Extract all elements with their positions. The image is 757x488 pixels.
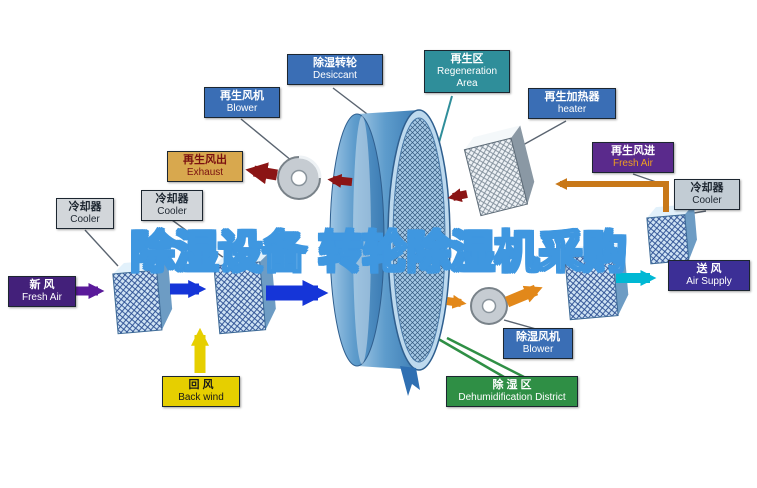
label-regen-heater-zh: 再生加热器 [544, 91, 600, 103]
airflow-arrows [74, 162, 669, 373]
label-cooler-far-left-en: Cooler [70, 213, 100, 225]
label-fresh-air-zh: 新 风 [29, 279, 55, 291]
label-cooler-left-zh: 冷却器 [155, 193, 189, 205]
label-exhaust: 再生风出 Exhaust [167, 151, 243, 182]
label-regen-heater: 再生加热器 heater [528, 88, 616, 119]
desiccant-rotor [329, 109, 451, 396]
label-exhaust-en: Exhaust [186, 166, 224, 178]
arrow-heater-to-rotor [447, 188, 468, 203]
watermark-text: 除湿设备 转轮除湿机采购 [129, 227, 627, 278]
rotor-ribbon [400, 366, 420, 396]
label-cooler-left: 冷却器 Cooler [141, 190, 203, 221]
label-regen-blower-en: Blower [226, 102, 258, 114]
cooler-coil-left-1 [112, 259, 173, 335]
arrow-dry-air-out [446, 294, 467, 309]
dehum-blower-fan-icon [470, 287, 508, 325]
label-cooler-right-en: Cooler [692, 194, 722, 206]
label-regeneration-area-zh: 再生区 [450, 53, 484, 65]
label-fresh-air: 新 风 Fresh Air [8, 276, 76, 307]
label-back-wind-en: Back wind [178, 391, 224, 403]
regen-blower-fan-icon [277, 155, 322, 200]
label-cooler-far-left: 冷却器 Cooler [56, 198, 114, 229]
arrow-regen-to-fan [327, 173, 353, 188]
label-regen-heater-en: heater [557, 103, 587, 115]
label-exhaust-zh: 再生风出 [183, 154, 227, 166]
label-regen-blower-zh: 再生风机 [220, 90, 264, 102]
label-regeneration-area: 再生区 Regeneration Area [424, 50, 510, 93]
label-air-supply-zh: 送 风 [696, 263, 722, 275]
label-cooler-far-left-zh: 冷却器 [68, 201, 102, 213]
label-dehum-district-en: Dehumidification District [458, 391, 566, 403]
label-regen-fresh-air-zh: 再生风进 [611, 145, 655, 157]
label-connector-lines [84, 87, 707, 379]
label-regen-fresh-air: 再生风进 Fresh Air [592, 142, 674, 173]
label-dehum-blower-zh: 除湿风机 [516, 331, 560, 343]
label-regen-fresh-air-en: Fresh Air [612, 157, 653, 169]
label-regen-blower: 再生风机 Blower [204, 87, 280, 118]
arrow-exhaust [245, 162, 278, 185]
label-dehum-blower: 除湿风机 Blower [503, 328, 573, 359]
label-cooler-right: 冷却器 Cooler [674, 179, 740, 210]
label-back-wind-zh: 回 风 [188, 379, 214, 391]
cooler-coil-left-2 [213, 250, 276, 335]
arrow-regen-fresh-air [555, 178, 669, 212]
label-desiccant-rotor-zh: 除湿转轮 [313, 57, 357, 69]
label-dehum-blower-en: Blower [522, 343, 554, 355]
label-fresh-air-en: Fresh Air [21, 291, 62, 303]
label-desiccant-rotor-en: Desiccant [313, 69, 357, 81]
label-dehum-district-zh: 除 湿 区 [492, 379, 532, 391]
label-cooler-left-en: Cooler [157, 205, 187, 217]
label-cooler-right-zh: 冷却器 [690, 182, 724, 194]
arrow-to-supply-coil [504, 284, 543, 308]
label-desiccant-rotor: 除湿转轮 Desiccant [287, 54, 383, 85]
label-dehum-district: 除 湿 区 Dehumidification District [446, 376, 578, 407]
label-air-supply: 送 风 Air Supply [668, 260, 750, 291]
label-back-wind: 回 风 Back wind [162, 376, 240, 407]
label-regeneration-area-en: Regeneration Area [436, 65, 498, 89]
regen-heater-coil [463, 125, 535, 217]
label-air-supply-en: Air Supply [686, 275, 732, 287]
